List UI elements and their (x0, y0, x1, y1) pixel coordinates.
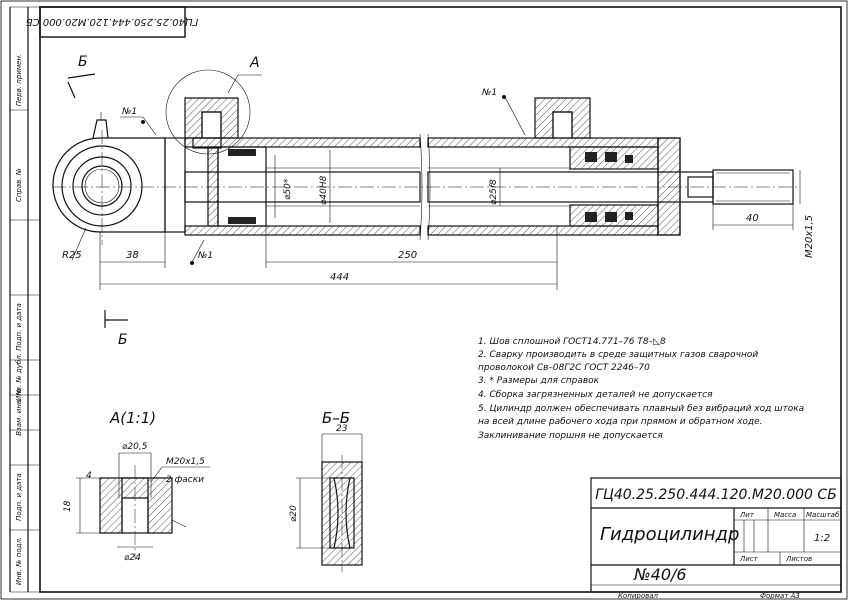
detail-a-dim-bottom: ⌀24 (124, 553, 141, 563)
port-boss-right (534, 97, 591, 139)
rotated-stamp-text: ГЦ40.25.250.444.120.М20.000 СБ (26, 16, 199, 27)
note-5c: Заклинивание поршня не допускается (478, 431, 663, 441)
detail-a-dim-top: ⌀20,5 (122, 442, 148, 452)
section-bb-dim-20: ⌀20 (289, 505, 299, 522)
drawing-frame (39, 6, 842, 593)
note-2b: проволокой Св–08Г2С ГОСТ 2246–70 (478, 363, 650, 373)
callout-left-bottom: №1 (190, 239, 213, 265)
rod-eye (52, 112, 166, 245)
title-group: №40/6 (633, 565, 687, 584)
margin-label-1: Перв. примен. (15, 54, 23, 107)
detail-a-thread-note: 2 фаски (166, 475, 204, 485)
title-format: Формат А3 (760, 592, 800, 600)
callout-right: №1 (481, 88, 526, 136)
detail-a-dim-4: 4 (86, 471, 92, 481)
section-mark-top: Б (67, 54, 96, 99)
margin-label-7: Инв. № подл. (15, 537, 23, 585)
title-scale: Масштаб (806, 511, 840, 519)
title-scale-value: 1:2 (814, 533, 830, 544)
tube-wall-bottom (184, 225, 421, 236)
dim-444: 444 (330, 272, 349, 283)
title-block: ГЦ40.25.250.444.120.М20.000 СБ Гидроцили… (590, 477, 842, 600)
margin-label-4: Инв. № дубл. (15, 353, 23, 401)
detail-a-dim-18: 18 (63, 500, 73, 512)
section-letter-top: Б (78, 54, 88, 70)
note-5b: на всей длине рабочего хода при прямом и… (478, 417, 763, 427)
margin-label-5: Взам. инв. № (15, 388, 23, 436)
note-1: 1. Шов сплошной ГОСТ14.771–76 Т8–◺8 (478, 337, 666, 347)
svg-text:№1: №1 (121, 107, 137, 117)
title-sheet: Лист (739, 555, 759, 563)
gland (569, 137, 681, 236)
title-mass: Масса (774, 511, 796, 519)
dim-phi40: ⌀40H8 (319, 175, 329, 205)
tube-wall-top (184, 137, 421, 148)
detail-a-thread: M20х1,5 (166, 457, 205, 467)
svg-text:№1: №1 (481, 88, 497, 98)
margin-label-3: Подп. и дата (15, 303, 23, 351)
technical-notes: 1. Шов сплошной ГОСТ14.771–76 Т8–◺8 2. С… (478, 337, 804, 441)
piston-rod (184, 171, 421, 203)
left-margin: Перв. примен. Справ. № Подп. и дата Инв.… (9, 6, 40, 593)
note-5: 5. Цилиндр должен обеспечивать плавный б… (478, 404, 804, 414)
title-designation: ГЦ40.25.250.444.120.М20.000 СБ (595, 487, 837, 503)
dim-40: 40 (746, 213, 759, 224)
section-bb-title: Б–Б (322, 409, 350, 427)
section-bb-dim-23: 23 (336, 424, 348, 434)
dimensions: R25 38 250 444 40 M20x1,5 ⌀50* ⌀40H8 ⌀25… (62, 150, 815, 290)
detail-a: А(1:1) ⌀20,5 M20х1,5 2 фаски 4 18 ⌀24 (63, 409, 210, 563)
rotated-stamp: ГЦ40.25.250.444.120.М20.000 СБ (26, 6, 199, 38)
dim-m20: M20x1,5 (804, 215, 815, 258)
note-4: 4. Сборка загрязненных деталей не допуск… (478, 390, 713, 400)
cylinder-main-view: Б Б А №1 №1 №1 (52, 54, 815, 348)
svg-text:№1: №1 (197, 251, 213, 261)
title-copied: Копировал (618, 592, 659, 600)
section-bb: Б–Б 23 ⌀20 (289, 409, 363, 572)
title-lit: Лит (739, 511, 755, 519)
view-a-label: А (249, 55, 260, 71)
margin-label-6: Подп. и дата (15, 473, 23, 521)
dim-phi50: ⌀50* (283, 178, 293, 200)
callout-left-top: №1 (120, 107, 157, 136)
note-3: 3. * Размеры для справок (478, 376, 600, 386)
dim-phi25: ⌀25f8 (489, 179, 499, 205)
title-name: Гидроцилиндр (600, 524, 739, 545)
detail-a-title: А(1:1) (109, 409, 156, 427)
dim-38: 38 (126, 250, 139, 261)
piston (207, 146, 267, 227)
dim-250: 250 (398, 250, 417, 261)
title-sheets: Листов (785, 555, 812, 563)
dim-r25: R25 (62, 250, 82, 261)
margin-label-2: Справ. № (15, 168, 23, 202)
section-mark-bottom: Б (104, 310, 128, 348)
note-2: 2. Сварку производить в среде защитных г… (478, 350, 758, 360)
section-letter-bottom: Б (118, 332, 128, 348)
